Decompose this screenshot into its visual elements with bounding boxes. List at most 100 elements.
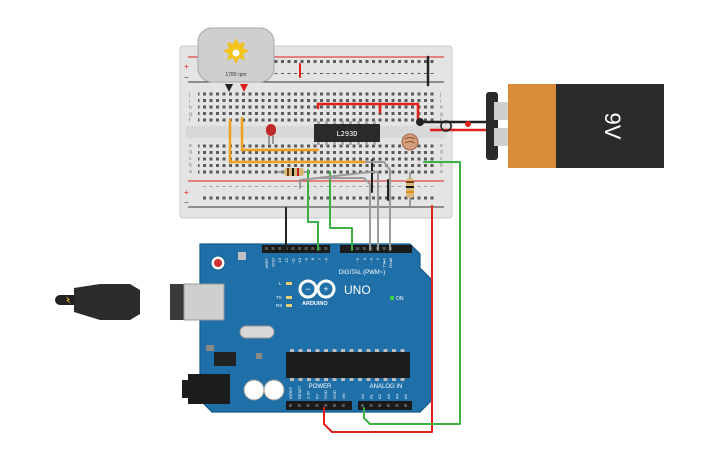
rail-plus-label-bottom: + bbox=[184, 188, 189, 197]
breadboard-row-letter: b bbox=[189, 163, 192, 169]
header-pin[interactable] bbox=[356, 247, 360, 250]
breadboard-row-letter: a bbox=[189, 169, 192, 175]
arduino-logo: − + bbox=[298, 279, 336, 299]
header-pin[interactable] bbox=[362, 247, 366, 250]
top-pin-label: 2 bbox=[375, 257, 380, 260]
analog-pin-label: A3 bbox=[386, 393, 391, 399]
svg-text:+: + bbox=[323, 284, 328, 294]
power-pin-label: IOREF bbox=[288, 386, 293, 399]
power-pin-label: 5V bbox=[314, 394, 319, 399]
top-pin-label: 13 bbox=[277, 257, 282, 262]
power-pin[interactable] bbox=[333, 404, 336, 407]
breadboard-row-letter: b bbox=[440, 163, 443, 169]
rail-minus-label: − bbox=[184, 73, 189, 82]
power-pin[interactable] bbox=[341, 404, 345, 407]
breadboard-row-letter: a bbox=[440, 169, 443, 175]
power-pin-label: GND bbox=[323, 390, 328, 399]
top-pin-label: 7 bbox=[317, 257, 322, 260]
led-rx-label: RX bbox=[276, 303, 282, 308]
red-led bbox=[266, 124, 276, 144]
on-label: ON bbox=[396, 296, 404, 302]
analog-pin[interactable] bbox=[395, 404, 399, 407]
power-pin-label: 3.3V bbox=[306, 390, 311, 399]
analog-pin-label: A0 bbox=[360, 393, 365, 399]
header-pin[interactable] bbox=[304, 247, 308, 250]
header-pin[interactable] bbox=[324, 247, 328, 250]
l293d-chip: L293D bbox=[314, 121, 380, 145]
top-pin-label: TX▸1 bbox=[382, 257, 387, 267]
top-pin-label: ~3 bbox=[368, 257, 373, 262]
top-pin-label: ~11 bbox=[290, 257, 295, 264]
power-pin[interactable] bbox=[315, 404, 319, 407]
power-pin[interactable] bbox=[297, 404, 301, 407]
motor-rpm-label: 1780 rpm bbox=[225, 72, 246, 78]
header-pin[interactable] bbox=[265, 247, 268, 250]
svg-text:−: − bbox=[305, 284, 310, 294]
analog-pin[interactable] bbox=[404, 404, 407, 407]
chip-label: L293D bbox=[336, 130, 357, 138]
breadboard-row-letter: j bbox=[188, 92, 190, 98]
top-pin-label: 12 bbox=[284, 257, 289, 262]
header-pin[interactable] bbox=[317, 247, 321, 250]
header-pin[interactable] bbox=[291, 247, 295, 250]
breadboard-row-letter: h bbox=[440, 105, 443, 111]
breadboard-row-letter: h bbox=[189, 105, 192, 111]
rail-minus-label-bottom: − bbox=[184, 198, 189, 207]
power-label: POWER bbox=[309, 384, 332, 390]
usb-cable-plug bbox=[55, 283, 225, 321]
board-brand: ARDUINO bbox=[302, 301, 328, 307]
breadboard-row-letter: g bbox=[440, 112, 443, 118]
power-pin[interactable] bbox=[289, 404, 292, 407]
battery-label: 9V bbox=[600, 113, 625, 140]
power-jack bbox=[182, 374, 230, 404]
power-pin[interactable] bbox=[306, 404, 310, 407]
dc-motor: 1780 rpm bbox=[197, 27, 275, 92]
breadboard-row-letter: f bbox=[189, 118, 191, 124]
power-pin-label: GND bbox=[332, 390, 337, 399]
top-pin-label: ~6 bbox=[323, 257, 328, 262]
header-pin[interactable] bbox=[311, 247, 315, 250]
header-pin[interactable] bbox=[382, 247, 386, 250]
analog-pin[interactable] bbox=[378, 404, 382, 407]
analog-pin[interactable] bbox=[386, 404, 390, 407]
breadboard-row-letter: g bbox=[189, 112, 192, 118]
analog-pin-label: A1 bbox=[369, 393, 374, 399]
battery-9v: 9V bbox=[486, 84, 664, 168]
breadboard-row-letter: e bbox=[440, 143, 443, 149]
resistor-1 bbox=[278, 168, 310, 176]
analog-pin-label: A2 bbox=[377, 393, 382, 399]
analog-pin-label: A4 bbox=[394, 393, 399, 399]
breadboard-row-letter: d bbox=[440, 150, 443, 156]
rail-plus-label: + bbox=[184, 62, 189, 71]
analog-pin-label: A5 bbox=[403, 393, 408, 399]
arduino-wires bbox=[285, 161, 461, 433]
header-pin[interactable] bbox=[271, 247, 275, 250]
battery-switch bbox=[416, 118, 490, 132]
analog-label: ANALOG IN bbox=[370, 384, 403, 390]
top-pin-label: 4 bbox=[362, 257, 367, 260]
power-pin-label: Vin bbox=[341, 393, 346, 399]
breadboard-row-letter: c bbox=[440, 156, 443, 162]
analog-pin[interactable] bbox=[369, 404, 373, 407]
photoresistor bbox=[401, 133, 419, 151]
resistor-2 bbox=[406, 172, 414, 206]
board-model: UNO bbox=[344, 283, 371, 297]
header-pin[interactable] bbox=[278, 247, 282, 250]
breadboard-row-letter: j bbox=[439, 92, 441, 98]
breadboard-row-letter: c bbox=[189, 156, 192, 162]
top-pin-label: ~5 bbox=[355, 257, 360, 262]
breadboard-row-letter: e bbox=[189, 143, 192, 149]
breadboard-row-letter: i bbox=[440, 99, 441, 105]
breadboard-wires bbox=[228, 55, 430, 201]
led-l-label: L bbox=[279, 281, 282, 286]
header-pin[interactable] bbox=[298, 247, 301, 250]
top-pin-label: RX◂0 bbox=[388, 257, 393, 268]
analog-pin[interactable] bbox=[361, 404, 364, 407]
breadboard-row-letter: i bbox=[189, 99, 190, 105]
top-pin-label: ~9 bbox=[304, 257, 309, 262]
power-pin[interactable] bbox=[324, 404, 328, 407]
